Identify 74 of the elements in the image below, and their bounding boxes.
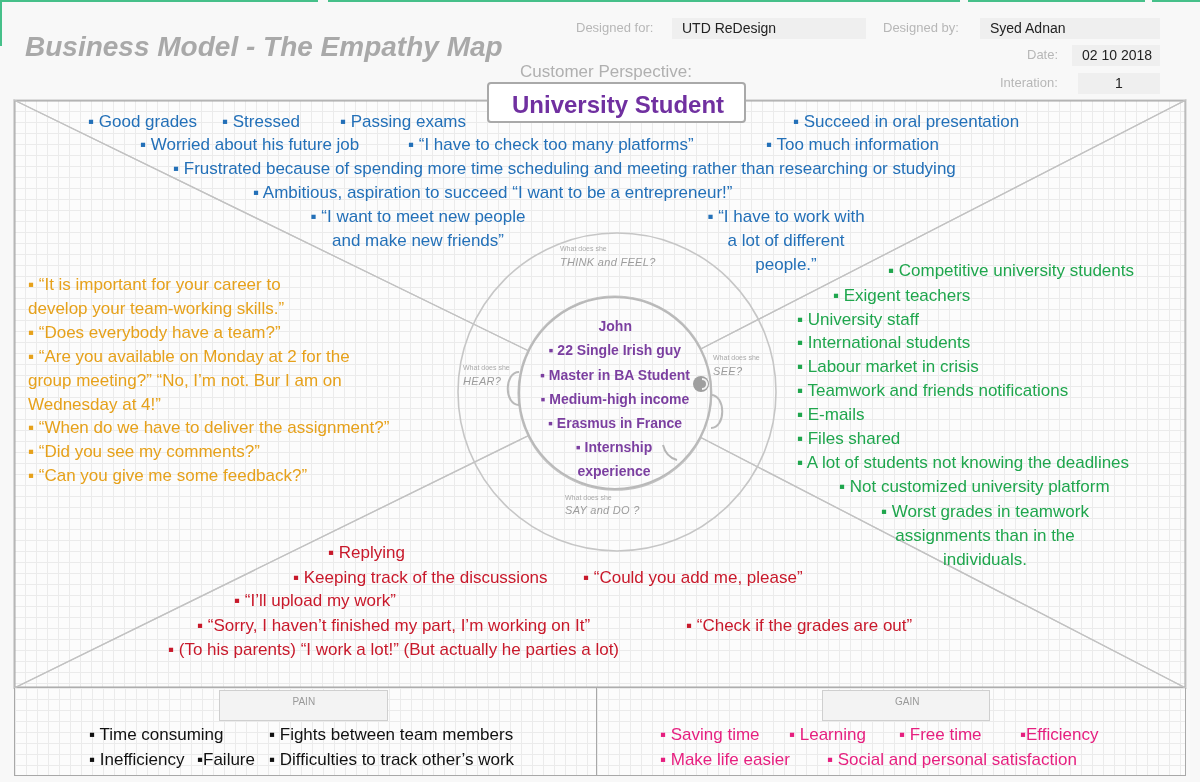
list-item: ▪ University staff [797,309,919,331]
persona-tab [487,82,746,123]
list-item: ▪ Worst grades in teamwork assignments than in the individuals. [880,501,1090,571]
panel-header [219,690,388,721]
list-item: ▪ Succeed in oral presentation [793,111,1020,133]
list-item: ▪ Worried about his future job [140,134,360,156]
list-item: ▪ A lot of students not knowing the deadlines [797,452,1130,474]
list-item: ▪ Free time [899,724,982,746]
list-item: ▪ E-mails [797,404,865,426]
list-item: ▪ Too much information [766,134,939,156]
panel-heading: PAIN [292,696,316,708]
prompt-heading: SAY and DO ? [565,503,640,517]
list-item: ▪ “Check if the grades are out” [686,615,913,637]
prompt-heading: SEE? [713,364,743,378]
persona-detail: ▪ Medium-high income [540,390,690,409]
list-item: ▪ “I have to work with a lot of different people.” [706,206,866,276]
list-item: ▪ Exigent teachers [833,285,971,307]
list-item: ▪ “I have to check too many platforms” [408,134,694,156]
list-item: ▪ Make life easier [660,749,790,771]
persona-detail: ▪ Erasmus in France [548,414,683,433]
field-label: Designed for: [576,20,654,36]
text-field: 1 [1078,73,1160,94]
list-item: ▪ Saving time [660,724,760,746]
persona-detail: ▪ Master in BA Student [540,366,690,385]
list-item: ▪ “Can you give me some feedback?” [28,465,308,487]
list-item: ▪ Competitive university students [888,260,1134,282]
list-item: ▪ Replying [328,542,405,564]
list-item: ▪ Difficulties to track other’s work [269,749,515,771]
list-item: ▪ Teamwork and friends notifications [797,380,1069,402]
text-field: 02 10 2018 [1072,45,1160,66]
list-item: ▪ Not customized university platform [839,476,1110,498]
list-item: ▪ Keeping track of the discussions [293,567,548,589]
persona-detail: ▪ 22 Single Irish guy [548,341,682,360]
list-item: ▪ Files shared [797,428,901,450]
field-label: Interation: [1000,75,1058,91]
text-field: UTD ReDesign [672,18,866,39]
list-item: ▪ “Does everybody have a team?” [28,322,281,344]
list-item: ▪ “I want to meet new people and make new friends” [309,206,527,252]
list-item: ▪ Social and personal satisfaction [827,749,1077,771]
gain-panel [597,688,1186,776]
list-item: ▪ Time consuming [89,724,224,746]
panel-heading: GAIN [895,696,920,708]
list-item: ▪ Labour market in crisis [797,356,979,378]
diagram-title: Business Model - The Empathy Map [25,30,503,64]
list-item: ▪ Learning [789,724,866,746]
list-item: ▪ “Did you see my comments?” [28,441,260,463]
list-item: ▪ Passing exams [340,111,467,133]
prompt-heading: THINK and FEEL? [560,255,656,269]
list-item: ▪ Fights between team members [269,724,514,746]
list-item: ▪ Stressed [222,111,300,133]
list-item: ▪Failure [197,749,255,771]
list-item: ▪Efficiency [1020,724,1099,746]
list-item: ▪ “When do we have to deliver the assignment?” [28,417,390,439]
persona-name: John [598,317,632,336]
list-item: ▪ Good grades [88,111,198,133]
list-item: ▪ Inefficiency [89,749,185,771]
list-item: ▪ “Could you add me, please” [583,567,803,589]
list-item: ▪ “It is important for your career to develop your team-working skills.” [28,274,286,320]
list-item: ▪ Frustrated because of spending more time scheduling and meeting rather than researching or studying [173,158,956,180]
list-item: ▪ “Are you available on Monday at 2 for the group meeting?” “No, I’m not. Bur I am on Wednesday at 4!” [28,346,351,416]
list-item: ▪ Ambitious, aspiration to succeed “I want to be a entrepreneur!” [253,182,733,204]
persona-title: University Student [512,90,725,120]
panel-header [822,690,990,721]
persona-detail: ▪ Internship experience [574,438,654,481]
list-item: ▪ “I’ll upload my work” [234,590,396,612]
list-item: ▪ (To his parents) “I work a lot!” (But actually he parties a lot) [168,639,620,661]
prompt-heading: HEAR? [463,374,502,388]
list-item: ▪ “Sorry, I haven’t finished my part, I’m working on It” [197,615,591,637]
list-item: ▪ International students [797,332,971,354]
pain-panel [14,688,597,776]
text-field: Syed Adnan [980,18,1160,39]
field-label: Date: [1027,47,1059,63]
field-label: Designed by: [883,20,959,36]
section-caption: Customer Perspective: [520,62,692,82]
